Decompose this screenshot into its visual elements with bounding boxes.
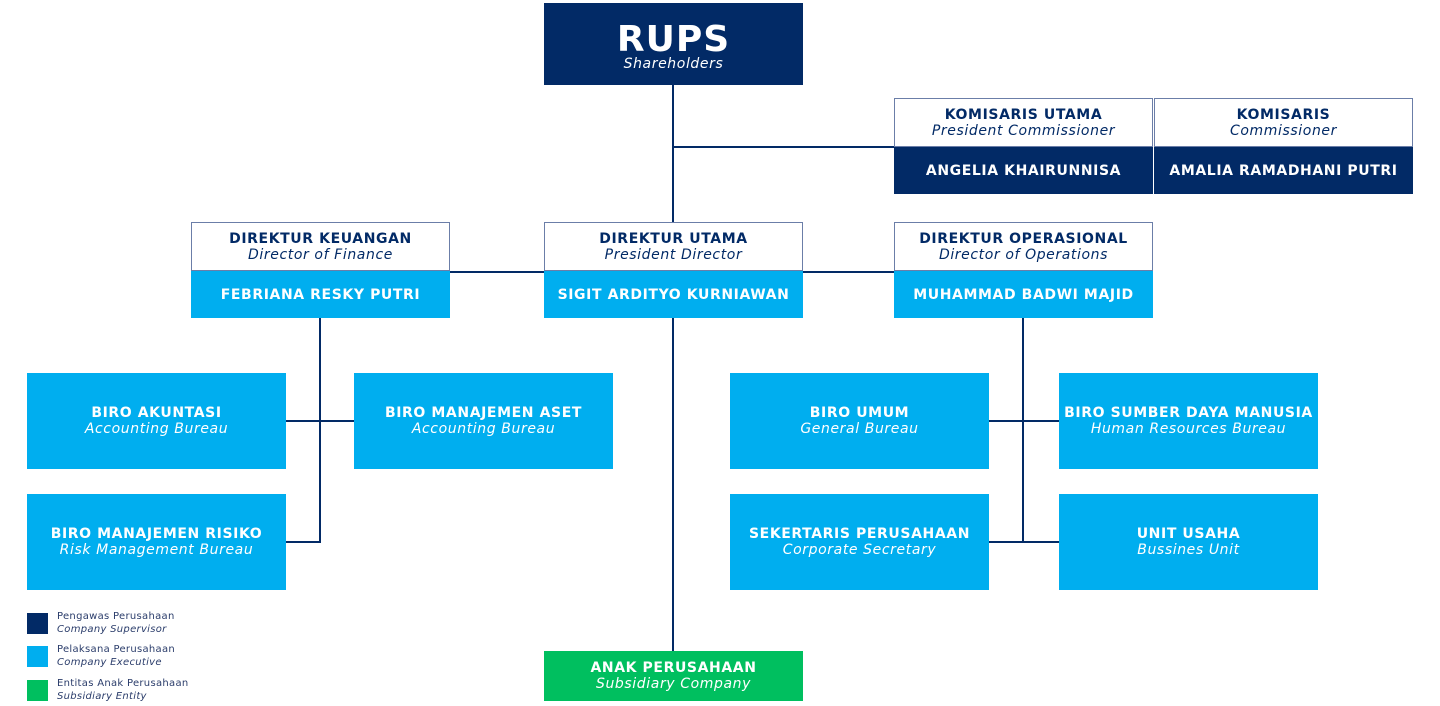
card-subtitle: Director of Operations: [938, 246, 1109, 263]
bureau-title: BIRO MANAJEMEN RISIKO: [50, 526, 263, 542]
legend-sublabel: Subsidiary Entity: [57, 691, 147, 702]
legend-sublabel: Company Executive: [57, 657, 162, 668]
card-subtitle: President Director: [604, 246, 743, 263]
bureau-title: UNIT USAHA: [1136, 526, 1241, 542]
bureau-title: SEKERTARIS PERUSAHAAN: [748, 526, 971, 542]
subsidiary-title: ANAK PERUSAHAAN: [590, 660, 757, 676]
bureau-title: BIRO SUMBER DAYA MANUSIA: [1064, 405, 1313, 421]
card-name: FEBRIANA RESKY PUTRI: [191, 271, 450, 318]
card-name: MUHAMMAD BADWI MAJID: [894, 271, 1153, 318]
bureau-title: BIRO AKUNTASI: [91, 405, 222, 421]
rups-title: RUPS: [616, 19, 731, 60]
rups-subtitle: Shareholders: [623, 56, 724, 72]
card-title: KOMISARIS: [1236, 106, 1331, 123]
bureau-subtitle: Accounting Bureau: [411, 421, 556, 437]
bureau-subtitle: Human Resources Bureau: [1090, 421, 1287, 437]
legend-label: Entitas Anak Perusahaan: [57, 678, 189, 689]
card-title: DIREKTUR UTAMA: [599, 230, 748, 247]
legend-swatch-supervisor: [27, 613, 48, 634]
card-subtitle: Commissioner: [1230, 122, 1337, 139]
legend-label: Pelaksana Perusahaan: [57, 644, 176, 655]
bureau-subtitle: General Bureau: [800, 421, 919, 437]
rups-box: RUPS Shareholders: [544, 3, 803, 85]
legend-swatch-executive: [27, 646, 48, 667]
card-title: KOMISARIS UTAMA: [944, 106, 1103, 123]
card-name: AMALIA RAMADHANI PUTRI: [1154, 147, 1413, 194]
bureau-subtitle: Corporate Secretary: [782, 542, 937, 558]
legend-sublabel: Company Supervisor: [57, 624, 167, 635]
bureau-subtitle: Accounting Bureau: [84, 421, 229, 437]
card-title: DIREKTUR OPERASIONAL: [919, 230, 1128, 247]
legend-label: Pengawas Perusahaan: [57, 611, 175, 622]
bureau-title: BIRO MANAJEMEN ASET: [384, 405, 583, 421]
card-subtitle: President Commissioner: [931, 122, 1116, 139]
card-name: ANGELIA KHAIRUNNISA: [894, 147, 1153, 194]
subsidiary-subtitle: Subsidiary Company: [595, 676, 752, 692]
card-name: SIGIT ARDITYO KURNIAWAN: [544, 271, 803, 318]
bureau-title: BIRO UMUM: [809, 405, 910, 421]
card-subtitle: Director of Finance: [248, 246, 393, 263]
bureau-subtitle: Bussines Unit: [1137, 542, 1240, 558]
card-title: DIREKTUR KEUANGAN: [229, 230, 412, 247]
bureau-subtitle: Risk Management Bureau: [59, 542, 254, 558]
legend-swatch-subsidiary: [27, 680, 48, 701]
